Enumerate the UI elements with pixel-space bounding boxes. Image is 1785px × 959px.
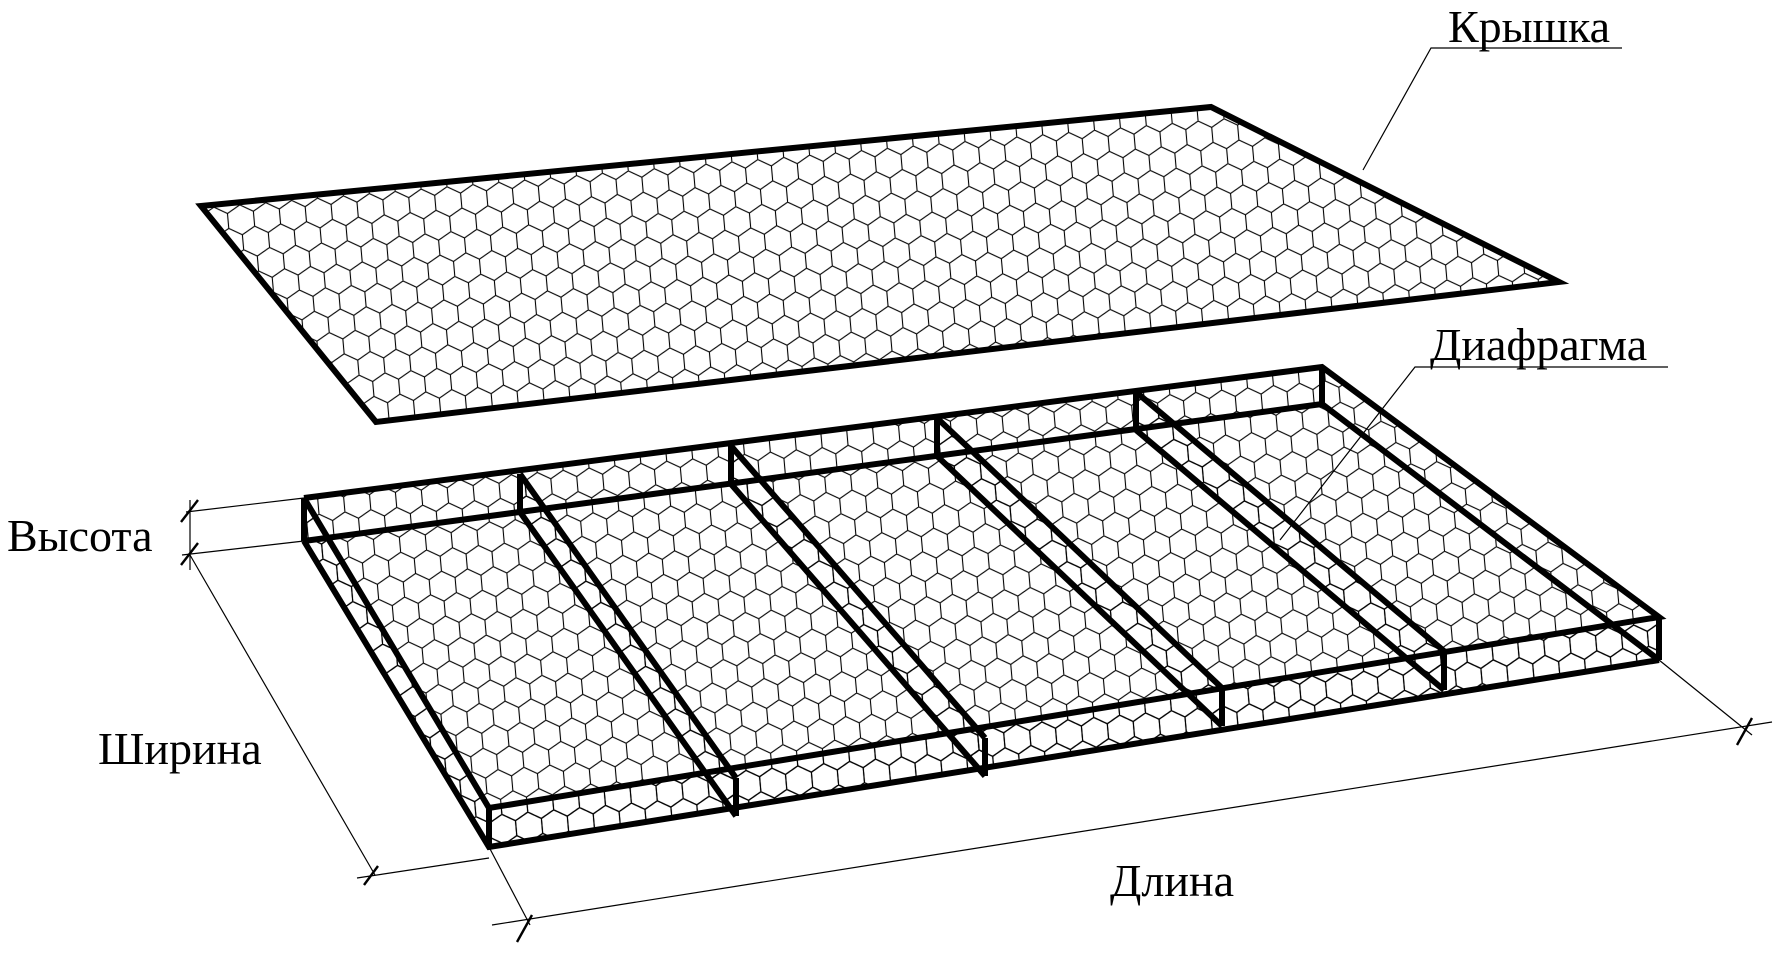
- dimension-height: [180, 497, 305, 570]
- leader-lines: [1279, 47, 1668, 541]
- label-length: Длина: [1110, 855, 1234, 906]
- diaphragms: [520, 392, 1444, 816]
- label-width: Ширина: [98, 723, 262, 774]
- dimension-width: [189, 554, 490, 886]
- lid-panel: [195, 103, 1570, 426]
- mattress-base: [304, 404, 1659, 847]
- mattress-front-wall: [304, 498, 1659, 847]
- label-height: Высота: [7, 510, 152, 561]
- mattress-back-wall: [304, 367, 1659, 660]
- label-diaphragm: Диафрагма: [1430, 319, 1647, 370]
- dimension-length: [488, 659, 1773, 943]
- label-lid: Крышка: [1448, 1, 1610, 52]
